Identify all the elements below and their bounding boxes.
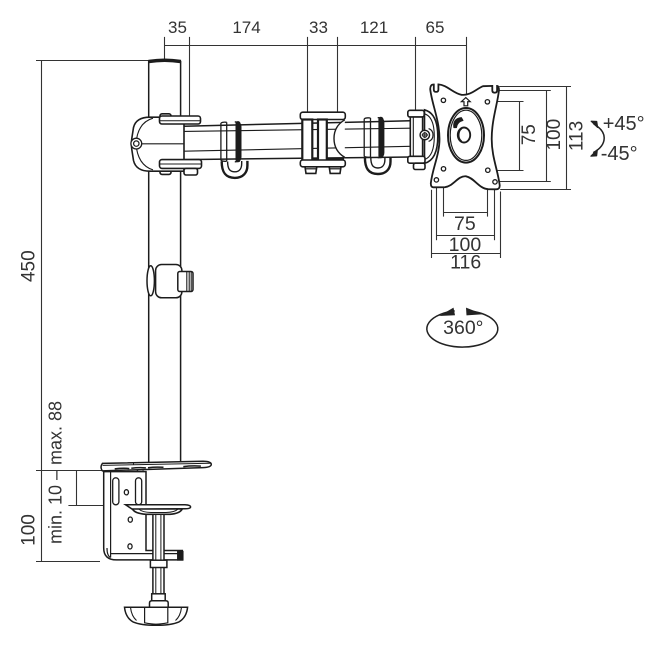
svg-text:121: 121: [360, 18, 388, 37]
svg-text:35: 35: [168, 18, 187, 37]
svg-text:65: 65: [426, 18, 445, 37]
svg-text:360°: 360°: [443, 317, 483, 339]
svg-text:100: 100: [18, 514, 39, 546]
svg-text:113: 113: [567, 121, 588, 151]
svg-text:+45°: +45°: [603, 113, 645, 135]
svg-text:75: 75: [454, 213, 476, 235]
svg-text:450: 450: [19, 250, 40, 282]
svg-text:33: 33: [309, 18, 328, 37]
svg-text:-45°: -45°: [601, 143, 638, 165]
svg-text:min. 10 – max. 88: min. 10 – max. 88: [46, 401, 66, 544]
svg-text:75: 75: [519, 124, 540, 145]
svg-text:116: 116: [450, 252, 481, 274]
svg-text:100: 100: [449, 234, 482, 256]
svg-text:174: 174: [232, 18, 260, 37]
svg-text:100: 100: [544, 119, 565, 151]
